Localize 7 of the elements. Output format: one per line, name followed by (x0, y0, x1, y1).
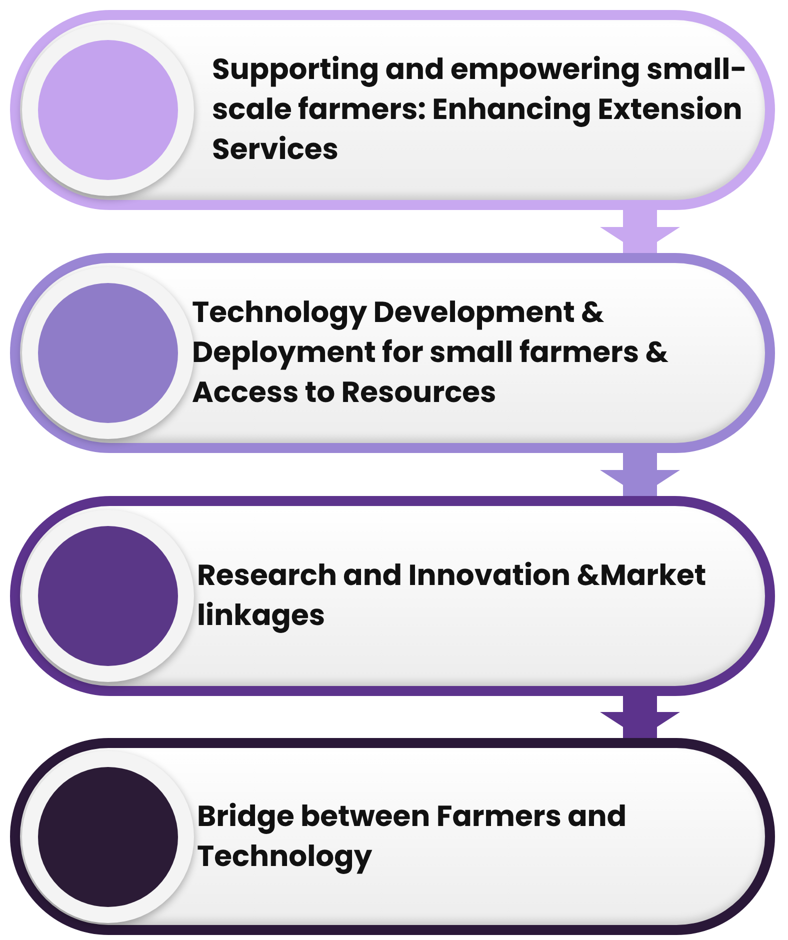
step-text: Technology Development & Deployment for small farmers & Access to Resources (192, 293, 670, 413)
step-text: Supporting and empowering small-scale farmers: Enhancing Extension Services (212, 50, 748, 170)
arrow (600, 210, 680, 253)
step-text: Bridge between Farmers and Technology (197, 796, 628, 876)
step-text: Research and Innovation &Market linkages (197, 556, 708, 636)
arrow (600, 696, 680, 738)
arrow (600, 453, 680, 496)
